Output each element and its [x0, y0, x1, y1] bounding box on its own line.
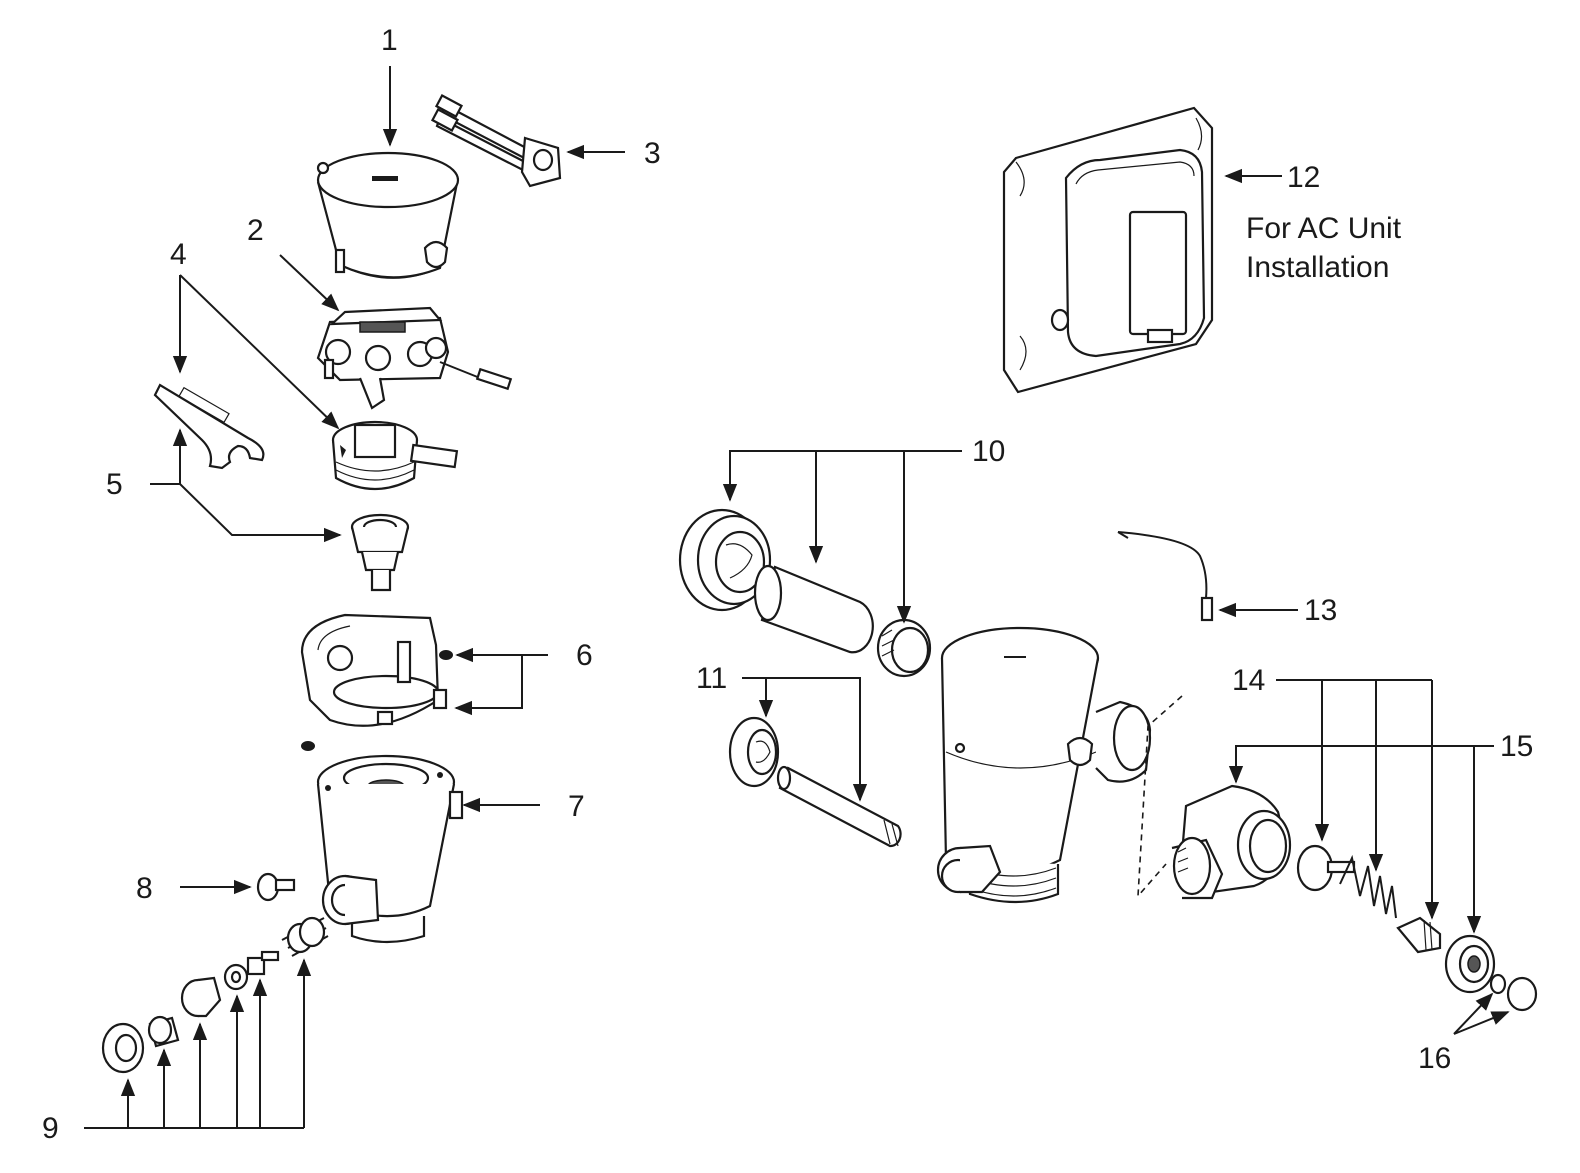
part-11-flange: [728, 716, 780, 788]
callout-6: 6: [576, 639, 593, 672]
callout-10: 10: [972, 435, 1005, 468]
callout-14: 14: [1232, 664, 1265, 697]
callout-2: 2: [247, 214, 264, 247]
callout-16: 16: [1418, 1042, 1451, 1075]
callout-12: 12: [1287, 161, 1320, 194]
part-4-solenoid-head: [331, 420, 459, 491]
part-6-housing-shell: [300, 613, 453, 751]
part-13-cable: [1117, 531, 1214, 622]
leader-lines: [84, 66, 1510, 1129]
callout-11: 11: [696, 662, 727, 695]
part-3-cable-connector: [430, 94, 562, 188]
flushometer-valve-body: [936, 626, 1183, 904]
part-5-diaphragm-assembly: [350, 513, 410, 592]
callout-4: 4: [170, 238, 187, 271]
part-4-spanner-wrench: [153, 383, 265, 470]
callout-3: 3: [644, 137, 661, 170]
ac-unit-note: For AC Unit Installation: [1246, 212, 1402, 284]
part-15-tee-fitting: [1171, 784, 1292, 900]
callout-13: 13: [1304, 594, 1337, 627]
part-1-sensor-cover: [316, 151, 460, 279]
part-10-threaded-nipple: [876, 618, 932, 678]
part-10-tube: [753, 564, 874, 654]
callout-7: 7: [568, 790, 585, 823]
part-10-flange: [678, 508, 772, 612]
part-16-o-ring-and-cap: [1489, 973, 1538, 1012]
callout-8: 8: [136, 872, 153, 905]
part-2-electronics-module: [316, 306, 513, 410]
part-14-stop-stem: [1396, 916, 1442, 954]
part-9-stop-components: [101, 916, 329, 1074]
note-line-2: Installation: [1246, 251, 1389, 284]
note-line-1: For AC Unit: [1246, 212, 1402, 245]
part-8-screw: [256, 872, 296, 902]
part-11-tube: [776, 765, 902, 848]
part-7-side-inlet: [321, 874, 380, 926]
callout-5: 5: [106, 468, 123, 501]
part-14-spring: [1339, 854, 1397, 919]
part-14-piston: [1296, 844, 1356, 892]
callout-numbers: 1 2 3 4 5 6 7 8 9 10 11 12 13 14 15 16: [42, 24, 1533, 1145]
part-12-ac-power-unit: [1002, 106, 1214, 394]
part-15-cap-nut: [1444, 934, 1496, 994]
callout-1: 1: [381, 24, 398, 57]
callout-15: 15: [1500, 730, 1533, 763]
callout-9: 9: [42, 1112, 59, 1145]
